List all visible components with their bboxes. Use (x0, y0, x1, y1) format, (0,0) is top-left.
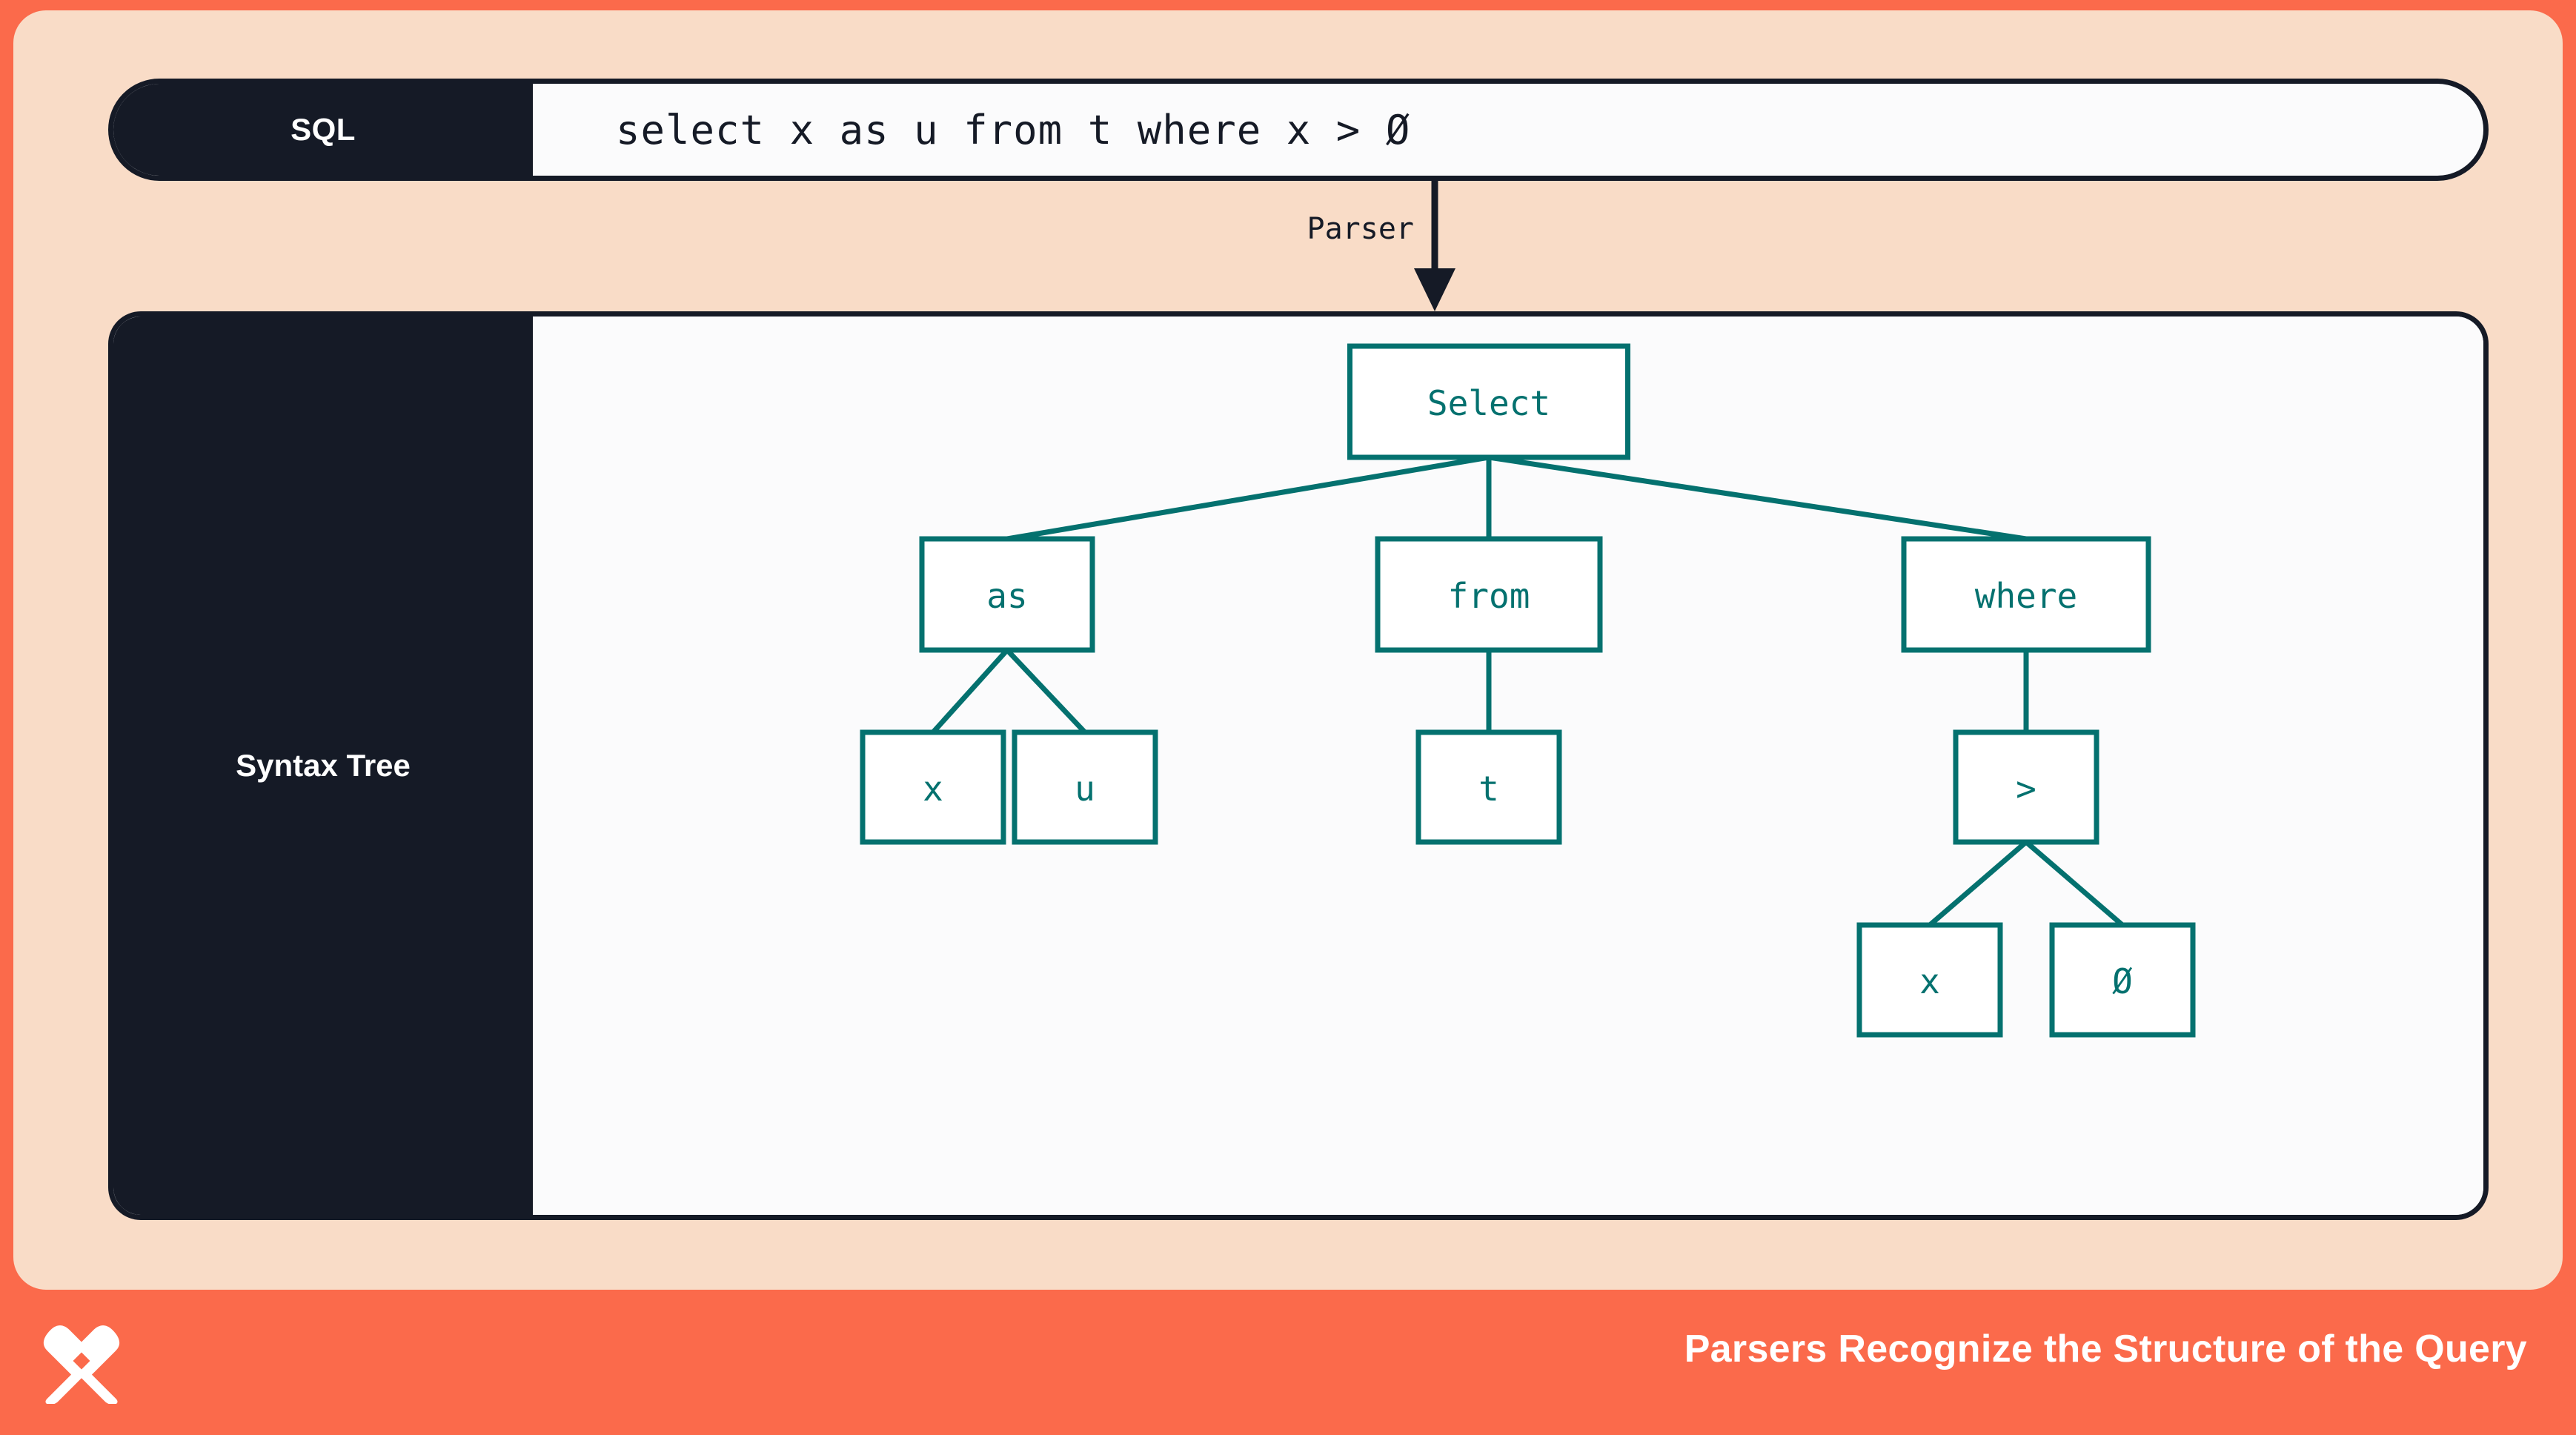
sql-input-row[interactable]: SQL select x as u from t where x > Ø (108, 79, 2489, 181)
tree-node-box (1415, 729, 1562, 845)
tree-node-label: u (1075, 769, 1095, 809)
tree-node-label: as (986, 576, 1027, 616)
tree-node-label: Select (1427, 383, 1550, 423)
tree-node-box (860, 729, 1006, 845)
tree-node-label: > (2016, 769, 2036, 809)
tree-node-box (919, 536, 1095, 653)
tree-node-label: Ø (2112, 961, 2133, 1001)
tree-edge (1928, 840, 2028, 927)
tree-edge-layer (931, 454, 2125, 927)
tree-node-label: t (1478, 769, 1499, 809)
tree-edge (1006, 454, 1490, 542)
tree-node-box (1375, 536, 1603, 653)
tree-node-box (1856, 922, 2003, 1038)
content-panel: SQL select x as u from t where x > Ø Par… (13, 10, 2563, 1290)
butterfly-x-logo-icon (43, 1325, 120, 1404)
parser-label: Parser (1307, 212, 1415, 246)
tree-node-box (1953, 729, 2099, 845)
tree-node-gt[interactable]: > (1953, 729, 2099, 845)
tree-node-box (1901, 536, 2151, 653)
tree-node-t[interactable]: t (1415, 729, 1562, 845)
tree-node-x2[interactable]: x (1856, 922, 2003, 1038)
syntax-tree-label: Syntax Tree (113, 317, 533, 1215)
tree-edge (931, 648, 1009, 735)
tree-node-select[interactable]: Select (1347, 343, 1630, 460)
parser-transform-group: Parser (1244, 181, 1584, 314)
arrow-down-icon (1414, 181, 1455, 311)
tree-edge (2024, 840, 2125, 927)
tree-node-from[interactable]: from (1375, 536, 1603, 653)
sql-query-text[interactable]: select x as u from t where x > Ø (616, 106, 1411, 153)
tree-node-where[interactable]: where (1901, 536, 2151, 653)
tree-node-label: x (1919, 961, 1940, 1001)
tree-node-box (1347, 343, 1630, 460)
tree-edge (1005, 648, 1087, 735)
footer-bar: Parsers Recognize the Structure of the Q… (0, 1290, 2576, 1435)
sql-row-label: SQL (113, 84, 533, 176)
tree-edge (1488, 454, 2027, 542)
footer-title: Parsers Recognize the Structure of the Q… (1684, 1328, 2527, 1371)
tree-node-as[interactable]: as (919, 536, 1095, 653)
tree-node-zero[interactable]: Ø (2049, 922, 2196, 1038)
tree-node-box (1012, 729, 1158, 845)
tree-node-box (2049, 922, 2196, 1038)
tree-node-u[interactable]: u (1012, 729, 1158, 845)
tree-node-label: from (1448, 576, 1530, 616)
tree-node-x1[interactable]: x (860, 729, 1006, 845)
tree-node-label: x (923, 769, 943, 809)
tree-node-label: where (1975, 576, 2077, 616)
